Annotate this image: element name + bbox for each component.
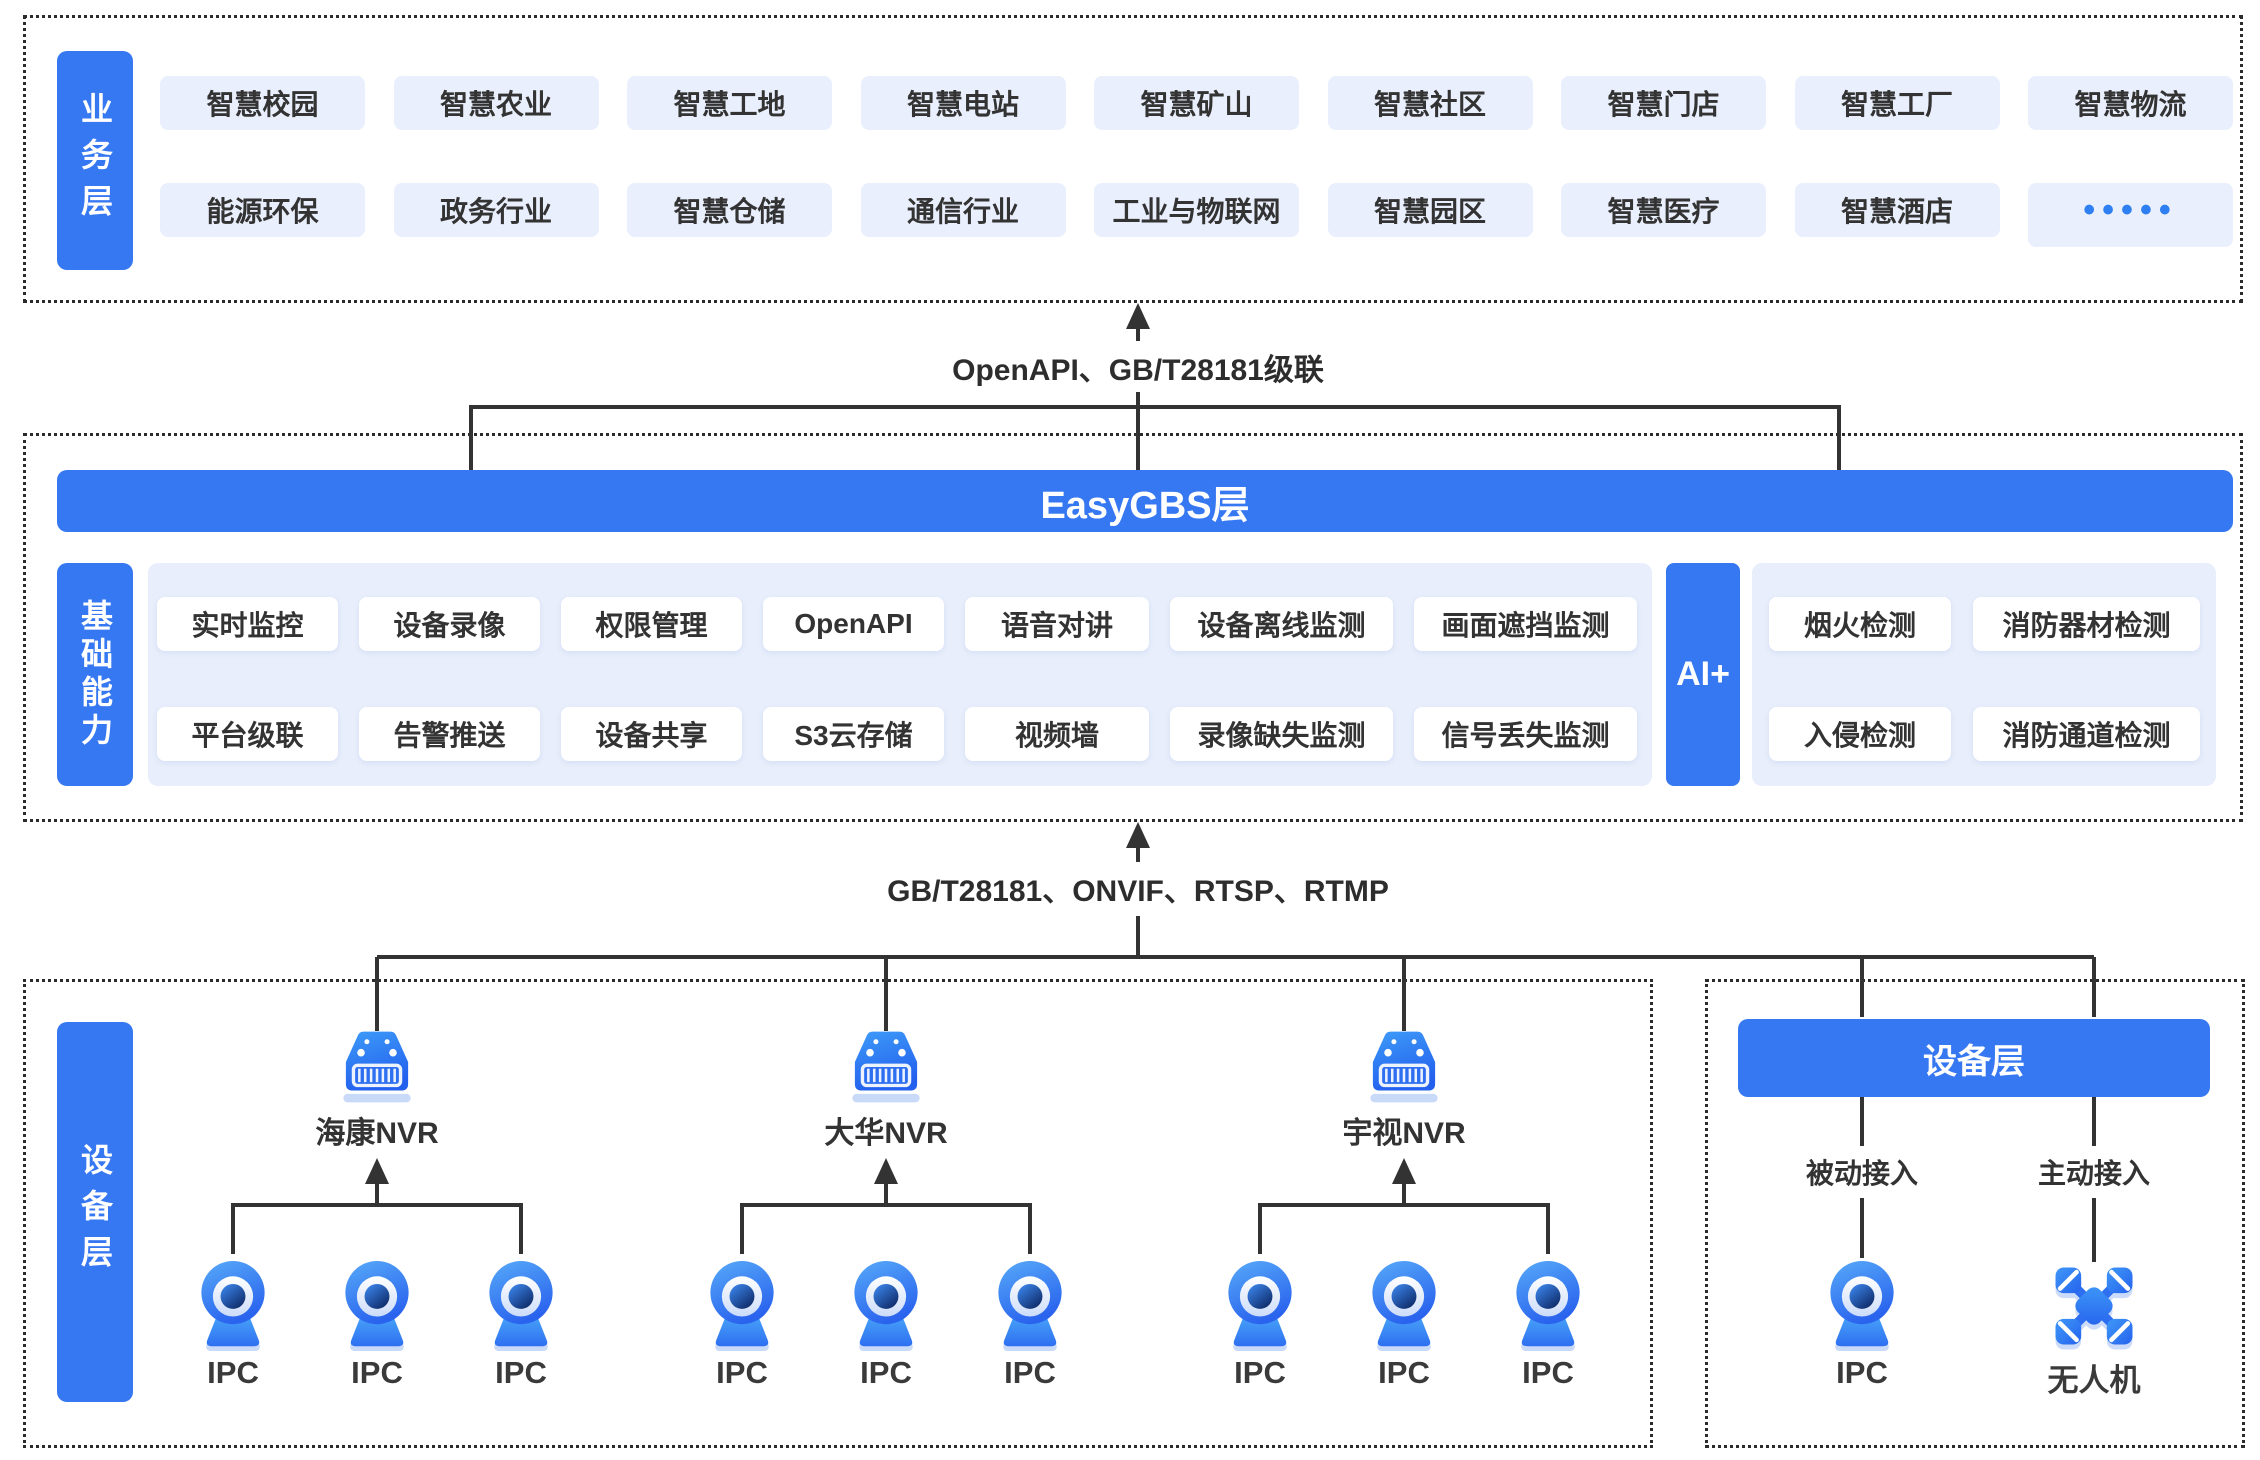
business-chip: 智慧门店 [1561,76,1766,130]
business-chip: 智慧工厂 [1794,76,2000,130]
ipc-label: IPC [207,1355,259,1390]
nvr-name: 大华NVR [824,1117,948,1150]
capability-chip: 设备共享 [561,707,742,761]
device-access-frame [1705,979,2245,1448]
easygbs-bar: EasyGBS层 [57,470,2233,532]
ipc-camera-icon [710,1260,774,1352]
business-chip: 工业与物联网 [1094,183,1299,237]
capability-chip: 实时监控 [157,597,338,651]
ipc-camera-icon [1516,1260,1580,1352]
easygbs-layer-frame [23,433,2243,822]
business-chip: 智慧医疗 [1561,183,1766,237]
ai-chip: 烟火检测 [1769,597,1951,651]
ai-row-1: 烟火检测 消防器材检测 [1769,597,2200,651]
capability-chip: 录像缺失监测 [1170,707,1393,761]
ipc-label: IPC [716,1355,768,1390]
capability-chip: 信号丢失监测 [1414,707,1637,761]
ipc-label: IPC [351,1355,403,1390]
capability-chip: 视频墙 [965,707,1149,761]
capability-chip: 平台级联 [157,707,338,761]
business-chip: 智慧农业 [393,76,599,130]
device-layer-frame [23,979,1653,1448]
bottom-connector-label: GB/T28181、ONVIF、RTSP、RTMP [887,875,1389,908]
ipc-camera-icon [998,1260,1062,1352]
capability-chip: S3云存储 [763,707,944,761]
ipc-camera-icon [345,1260,409,1352]
business-chip: 智慧工地 [627,76,832,130]
ipc-camera-icon [201,1260,265,1352]
business-chip: 智慧仓储 [627,183,832,237]
business-row-2: 能源环保 政务行业 智慧仓储 通信行业 工业与物联网 智慧园区 智慧医疗 智慧酒… [160,183,2233,247]
business-chip: 智慧矿山 [1094,76,1299,130]
capability-chip: OpenAPI [763,597,944,651]
business-row-1: 智慧校园 智慧农业 智慧工地 智慧电站 智慧矿山 智慧社区 智慧门店 智慧工厂 … [160,76,2233,130]
capability-chip: 设备录像 [359,597,540,651]
device-layer-badge: 设备层 [57,1022,133,1402]
ipc-label: IPC [1004,1355,1056,1390]
capability-chip: 告警推送 [359,707,540,761]
business-chip: 智慧园区 [1327,183,1533,237]
device-access-title-bar: 设备层 [1738,1019,2210,1097]
business-chip: 智慧电站 [860,76,1066,130]
capability-chip: 语音对讲 [965,597,1149,651]
ipc-label: IPC [495,1355,547,1390]
nvr-device-icon [1370,1031,1438,1103]
business-chip: 智慧校园 [160,76,365,130]
business-chip: 智慧物流 [2028,76,2233,130]
drone-label: 无人机 [2047,1363,2141,1398]
ipc-label: IPC [1522,1355,1574,1390]
ipc-camera-icon [854,1260,918,1352]
business-chip: 能源环保 [160,183,365,237]
capability-chip: 画面遮挡监测 [1414,597,1637,651]
capability-badge: 基础能力 [57,563,133,786]
drone-icon [2055,1267,2133,1345]
ipc-label: IPC [1836,1355,1888,1390]
ipc-label: IPC [1234,1355,1286,1390]
business-layer-badge: 业务层 [57,51,133,270]
passive-access-label: 被动接入 [1805,1158,1918,1189]
capability-chip: 权限管理 [561,597,742,651]
business-chip: 通信行业 [860,183,1066,237]
capability-row-1: 实时监控 设备录像 权限管理 OpenAPI 语音对讲 设备离线监测 画面遮挡监… [157,597,1637,651]
ipc-camera-icon [1228,1260,1292,1352]
ai-chip: 消防器材检测 [1973,597,2200,651]
ipc-camera-icon [1372,1260,1436,1352]
nvr-device-icon [852,1031,920,1103]
capability-chip: 设备离线监测 [1170,597,1393,651]
top-connector-label: OpenAPI、GB/T28181级联 [952,354,1324,387]
business-layer-frame [23,15,2243,303]
ai-chip: 入侵检测 [1769,707,1951,761]
ipc-camera-icon [1830,1260,1894,1352]
nvr-device-icon [343,1031,411,1103]
nvr-name: 海康NVR [315,1117,439,1150]
ellipsis-dots-chip: ••••• [2028,183,2233,247]
active-access-label: 主动接入 [2037,1158,2150,1189]
business-chip: 智慧社区 [1327,76,1533,130]
ipc-label: IPC [1378,1355,1430,1390]
ai-row-2: 入侵检测 消防通道检测 [1769,707,2200,761]
ai-badge: AI+ [1666,563,1740,786]
ipc-label: IPC [860,1355,912,1390]
capability-row-2: 平台级联 告警推送 设备共享 S3云存储 视频墙 录像缺失监测 信号丢失监测 [157,707,1637,761]
nvr-name: 宇视NVR [1342,1117,1466,1150]
ai-chip: 消防通道检测 [1973,707,2200,761]
ipc-camera-icon [489,1260,553,1352]
business-chip: 智慧酒店 [1794,183,2000,237]
business-chip: 政务行业 [393,183,599,237]
